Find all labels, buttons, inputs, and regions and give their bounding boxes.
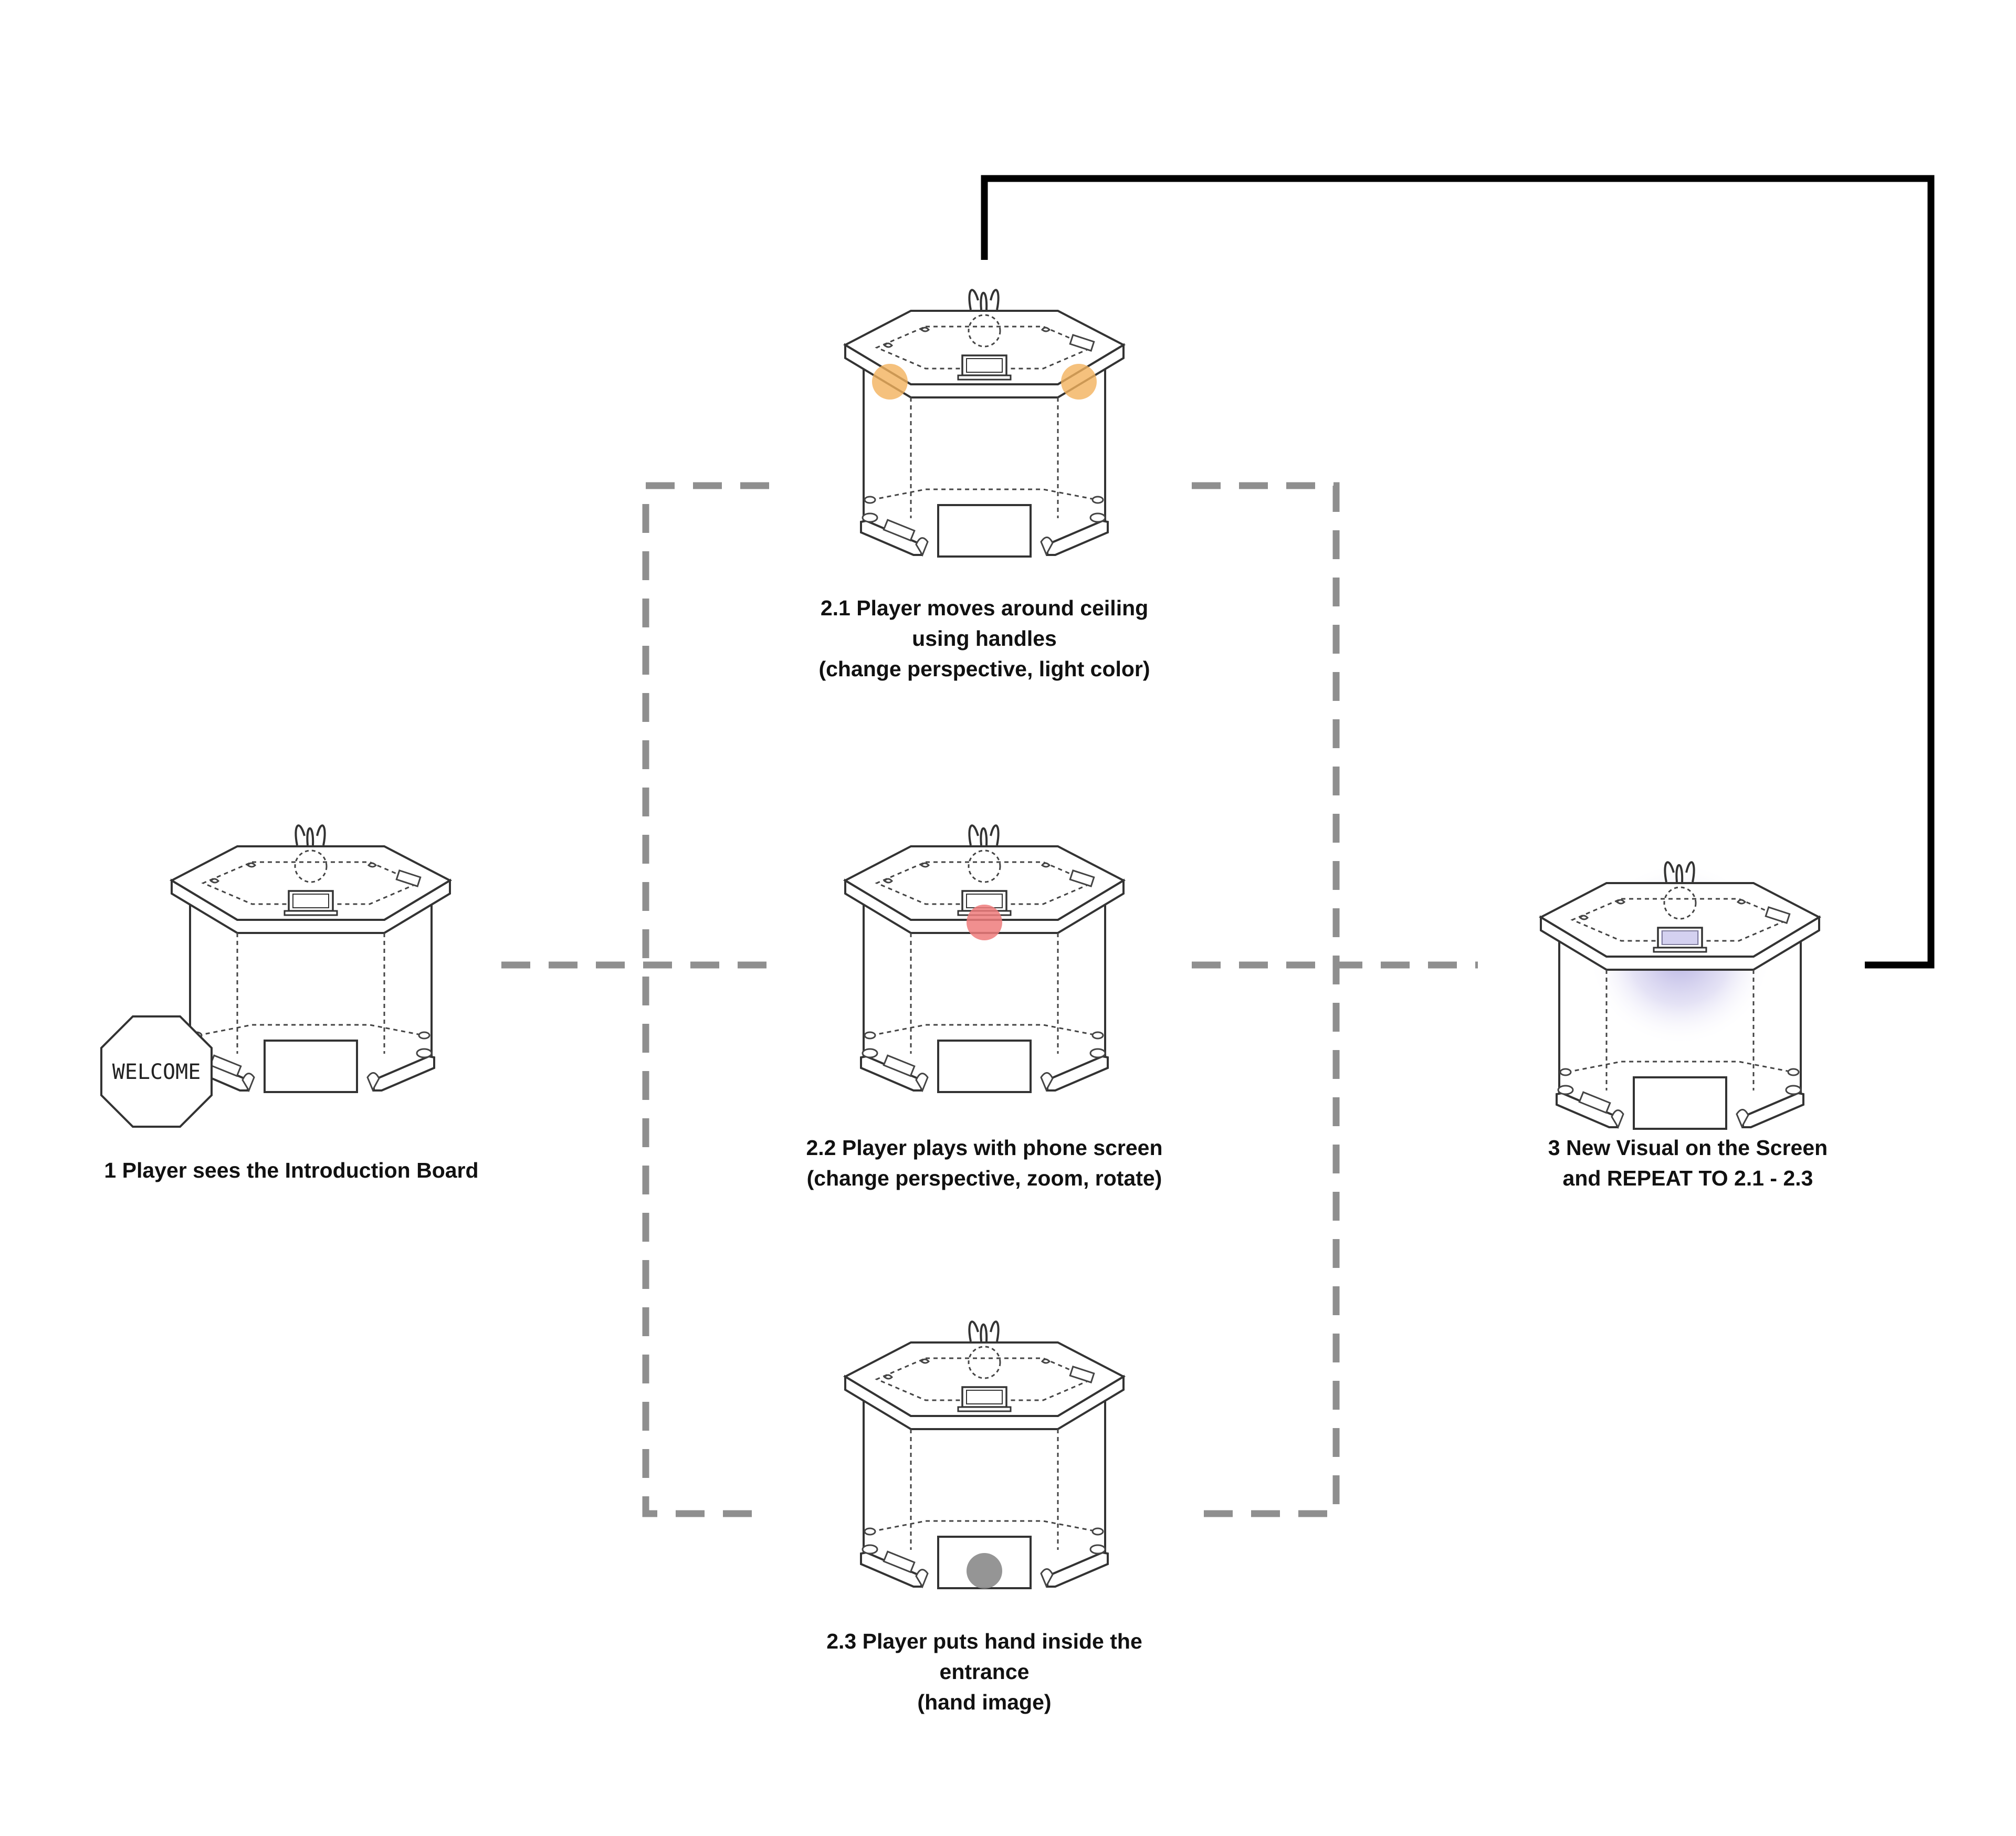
caption-ceiling-line3: (change perspective, light color): [818, 657, 1150, 681]
handle-highlight-left: [872, 364, 908, 400]
booth-result: [1540, 861, 1820, 1130]
caption-phone-line1: 2.2 Player plays with phone screen: [806, 1136, 1162, 1160]
dashed-connectors: [501, 482, 1478, 1517]
caption-hand-line3: (hand image): [917, 1690, 1051, 1714]
booth-phone: [844, 824, 1125, 1093]
connector-right-bracket: [1192, 482, 1340, 1517]
caption-result-emphasis: REPEAT TO 2.1 - 2.3: [1607, 1166, 1813, 1190]
booth-hand: [844, 1320, 1125, 1589]
booth-ceiling: [844, 289, 1125, 558]
hand-highlight: [967, 1553, 1002, 1589]
caption-ceiling-line2: using handles: [912, 626, 1057, 651]
loop-back-connector: [981, 175, 1935, 969]
booth-intro: [171, 824, 451, 1093]
caption-phone-line2: (change perspective, zoom, rotate): [807, 1166, 1162, 1190]
phone-highlight: [967, 905, 1002, 940]
caption-hand-line1: 2.3 Player puts hand inside the: [826, 1629, 1142, 1653]
welcome-sign: WELCOME: [100, 1015, 213, 1128]
welcome-sign-text: WELCOME: [112, 1060, 201, 1084]
connector-left-bracket: [642, 482, 769, 1517]
caption-result-line1: 3 New Visual on the Screen: [1548, 1136, 1828, 1160]
caption-result-prefix: and: [1563, 1166, 1607, 1190]
caption-intro: 1 Player sees the Introduction Board: [104, 1158, 478, 1182]
handle-highlight-right: [1061, 364, 1097, 400]
caption-ceiling-line1: 2.1 Player moves around ceiling: [821, 596, 1148, 620]
caption-result-line2: and REPEAT TO 2.1 - 2.3: [1563, 1166, 1813, 1190]
caption-hand-line2: entrance: [940, 1660, 1030, 1684]
